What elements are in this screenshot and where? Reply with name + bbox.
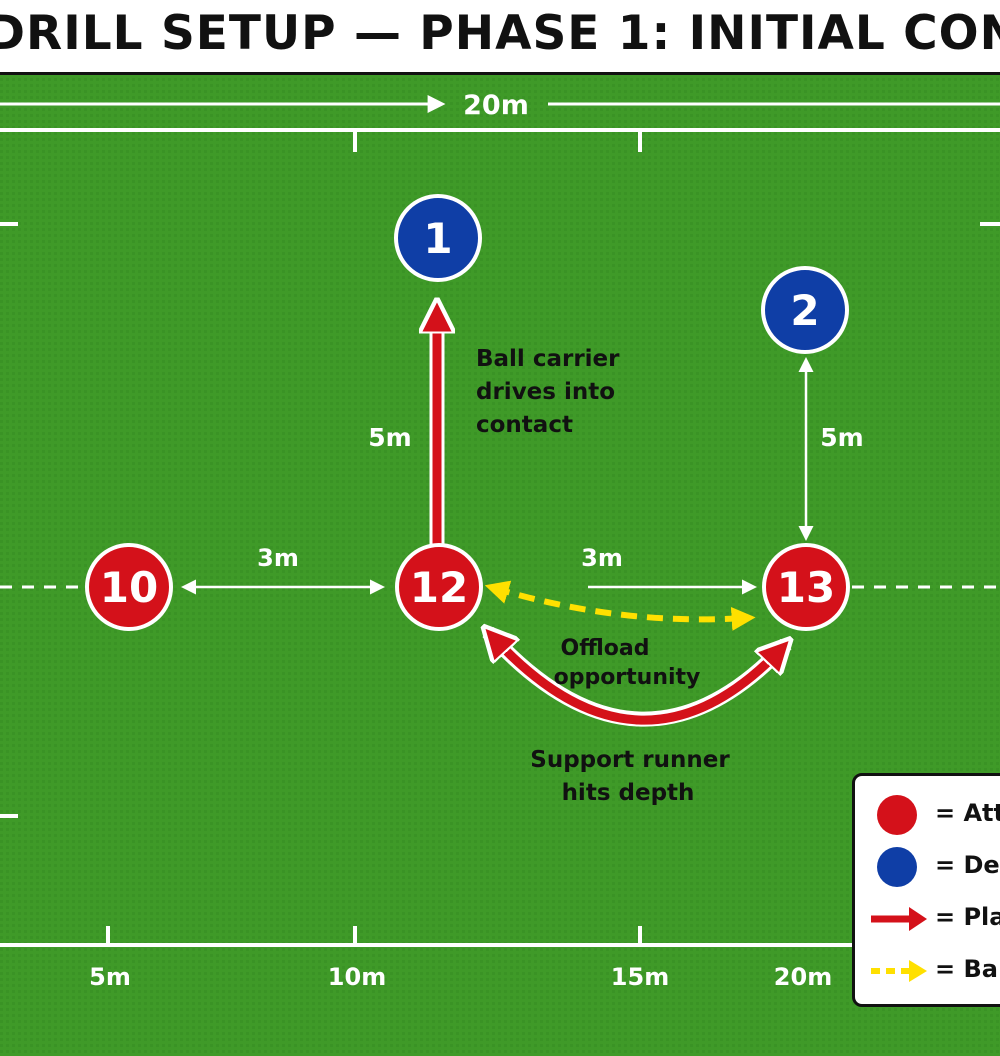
defender-1-number: 1 [423,214,452,263]
marker-15m: 15m [611,963,669,991]
top-measure: 20m [0,90,1000,121]
support-annotation: Support runner hits depth [530,747,730,806]
defender-1: 1 [394,194,482,282]
attacker-dot-icon [877,795,917,835]
svg-text:Ball carrier: Ball carrier [476,346,620,372]
distance-label-12-1: 5m [368,423,411,452]
marker-20m: 20m [774,963,832,991]
legend-row-attackers: = Attackers [855,790,1000,840]
legend-row-defenders: = Defenders [855,842,1000,892]
svg-text:Offload: Offload [561,636,650,661]
ball-pass-arrow [484,580,756,631]
legend: = Attackers = Defenders = Player run = B… [852,773,1000,1007]
legend-label-ball-pass: = Ball pass [935,955,1000,983]
svg-text:Support runner: Support runner [530,747,730,773]
bottom-markers: 5m 10m 15m 20m [89,963,832,991]
distance-label-10-12: 3m [257,544,299,572]
defender-2-number: 2 [790,286,819,335]
attacker-12: 12 [395,543,483,631]
attacker-12-number: 12 [410,563,468,612]
title-bar: DRILL SETUP — PHASE 1: INITIAL CONTACT [0,0,1000,75]
support-run-arrow [492,636,782,725]
ball-pass-arrow-icon [871,960,927,982]
svg-text:opportunity: opportunity [554,665,701,690]
distance-label-13-2: 5m [820,423,863,452]
attacker-13: 13 [762,543,850,631]
attacker-10-number: 10 [100,563,158,612]
top-measure-label: 20m [463,90,529,121]
legend-label-defenders: = Defenders [935,851,1000,879]
attacker-10: 10 [85,543,173,631]
distance-label-12-13: 3m [581,544,623,572]
page-title: DRILL SETUP — PHASE 1: INITIAL CONTACT [0,6,1000,61]
legend-row-player-run: = Player run [855,894,1000,944]
offload-annotation: Offload opportunity [554,636,701,690]
svg-text:contact: contact [476,412,573,438]
ball-carrier-annotation: Ball carrier drives into contact [476,346,620,438]
svg-text:drives into: drives into [476,379,615,405]
legend-label-player-run: = Player run [935,903,1000,931]
marker-5m: 5m [89,963,131,991]
defender-2: 2 [761,266,849,354]
marker-10m: 10m [328,963,386,991]
attacker-13-number: 13 [777,563,835,612]
defender-dot-icon [877,847,917,887]
player-run-arrow-icon [871,907,927,931]
legend-label-attackers: = Attackers [935,799,1000,827]
legend-row-ball-pass: = Ball pass [855,946,1000,996]
svg-text:hits depth: hits depth [562,780,695,806]
